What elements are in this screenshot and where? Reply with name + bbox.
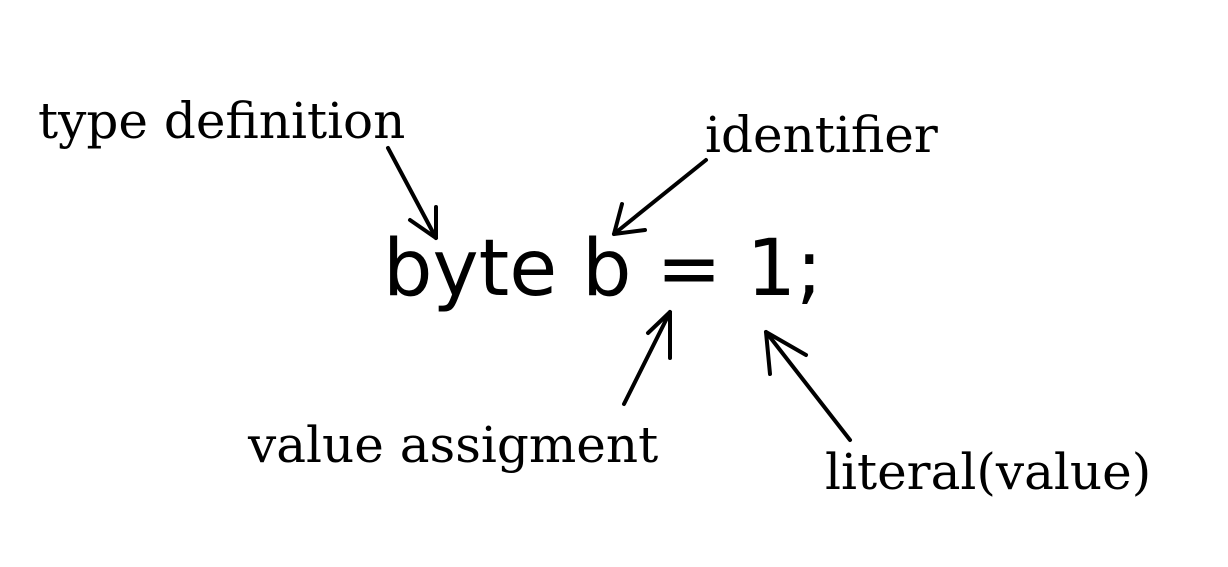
- label-value-assignment: value assigment: [248, 416, 659, 474]
- arrow-literal: [764, 330, 852, 442]
- label-identifier: identifier: [705, 106, 938, 164]
- label-type-definition: type definition: [38, 92, 406, 150]
- arrow-identifier: [612, 158, 708, 236]
- arrow-type-definition: [386, 146, 438, 240]
- arrow-value-assignment: [622, 310, 672, 406]
- code-statement: byte b = 1;: [383, 224, 823, 314]
- label-literal: literal(value): [825, 443, 1152, 501]
